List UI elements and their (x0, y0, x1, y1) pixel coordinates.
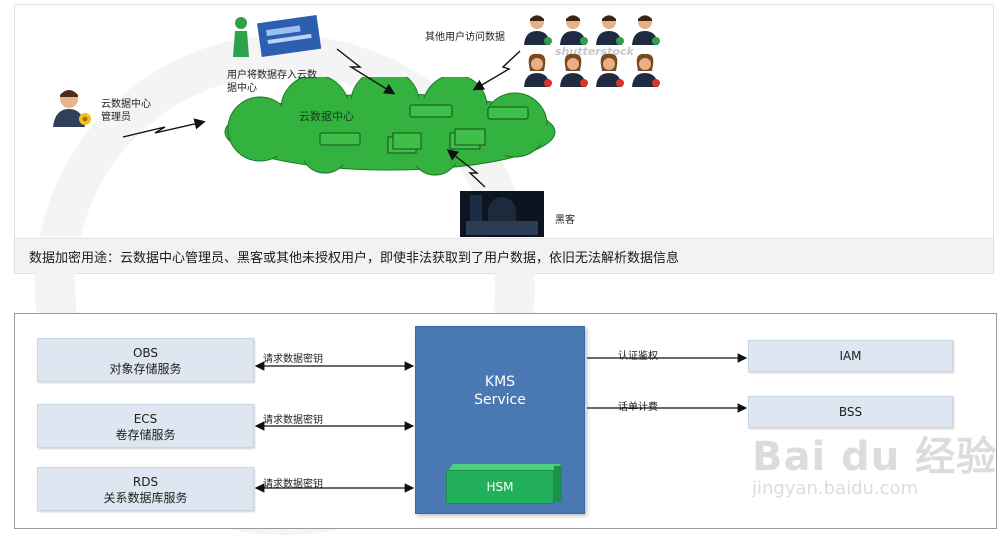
hsm-box: HSM (446, 470, 554, 504)
request-key-label-obs: 请求数据密钥 (263, 354, 323, 365)
bss-service-box: BSS (748, 396, 953, 428)
request-key-label-ecs: 请求数据密钥 (263, 415, 323, 426)
obs-desc: 对象存储服务 (109, 362, 182, 376)
rds-service-box: RDS 关系数据库服务 (37, 467, 254, 511)
baidu-url: jingyan.baidu.com (752, 478, 919, 499)
rds-name: RDS (132, 475, 159, 489)
user-store-label: 用户将数据存入云数 据中心 (227, 70, 317, 94)
iam-service-box: IAM (748, 340, 953, 372)
iam-name: IAM (839, 349, 862, 363)
cloud-datacenter-label: 云数据中心 (299, 110, 354, 123)
kms-service-box: KMS Service HSM (415, 326, 585, 514)
user-upload-icon (233, 15, 322, 58)
other-users-label: 其他用户访问数据 (425, 32, 505, 43)
request-key-label-rds: 请求数据密钥 (263, 479, 323, 490)
hacker-image (460, 191, 544, 237)
data-encryption-scenario-panel: 云数据中心 云数据中心 管理员 用户将数据存入云数 据中心 其他用户访问数据 s… (14, 4, 994, 535)
hacker-label: 黑客 (555, 215, 575, 226)
baidu-brand: Bai du 经验 (752, 434, 998, 480)
obs-service-box: OBS 对象存储服务 (37, 338, 254, 382)
storage-disk-icon (319, 104, 529, 154)
kms-architecture-panel: OBS 对象存储服务 ECS 卷存储服务 RDS 关系数据库服务 KMS Ser… (14, 313, 997, 529)
obs-name: OBS (132, 346, 159, 360)
scenario-caption: 数据加密用途：云数据中心管理员、黑客或其他未授权用户，即使非法获取到了用户数据，… (29, 251, 680, 266)
ecs-name: ECS (133, 412, 158, 426)
hsm-side-face (554, 466, 562, 502)
auth-label: 认证鉴权 (618, 351, 658, 362)
kms-title: KMS Service (474, 374, 526, 408)
baidu-watermark: Bai du 经验 jingyan.baidu.com (752, 424, 997, 499)
rds-desc: 关系数据库服务 (103, 491, 188, 505)
billing-label: 话单计费 (618, 402, 658, 413)
ecs-desc: 卷存储服务 (115, 428, 176, 442)
caption-bar: 数据加密用途：云数据中心管理员、黑客或其他未授权用户，即使非法获取到了用户数据，… (15, 238, 993, 273)
other-users-group-icon (524, 15, 660, 87)
admin-label: 云数据中心 管理员 (101, 99, 151, 123)
bss-name: BSS (838, 405, 863, 419)
ecs-service-box: ECS 卷存储服务 (37, 404, 254, 448)
admin-user-icon (53, 90, 91, 127)
